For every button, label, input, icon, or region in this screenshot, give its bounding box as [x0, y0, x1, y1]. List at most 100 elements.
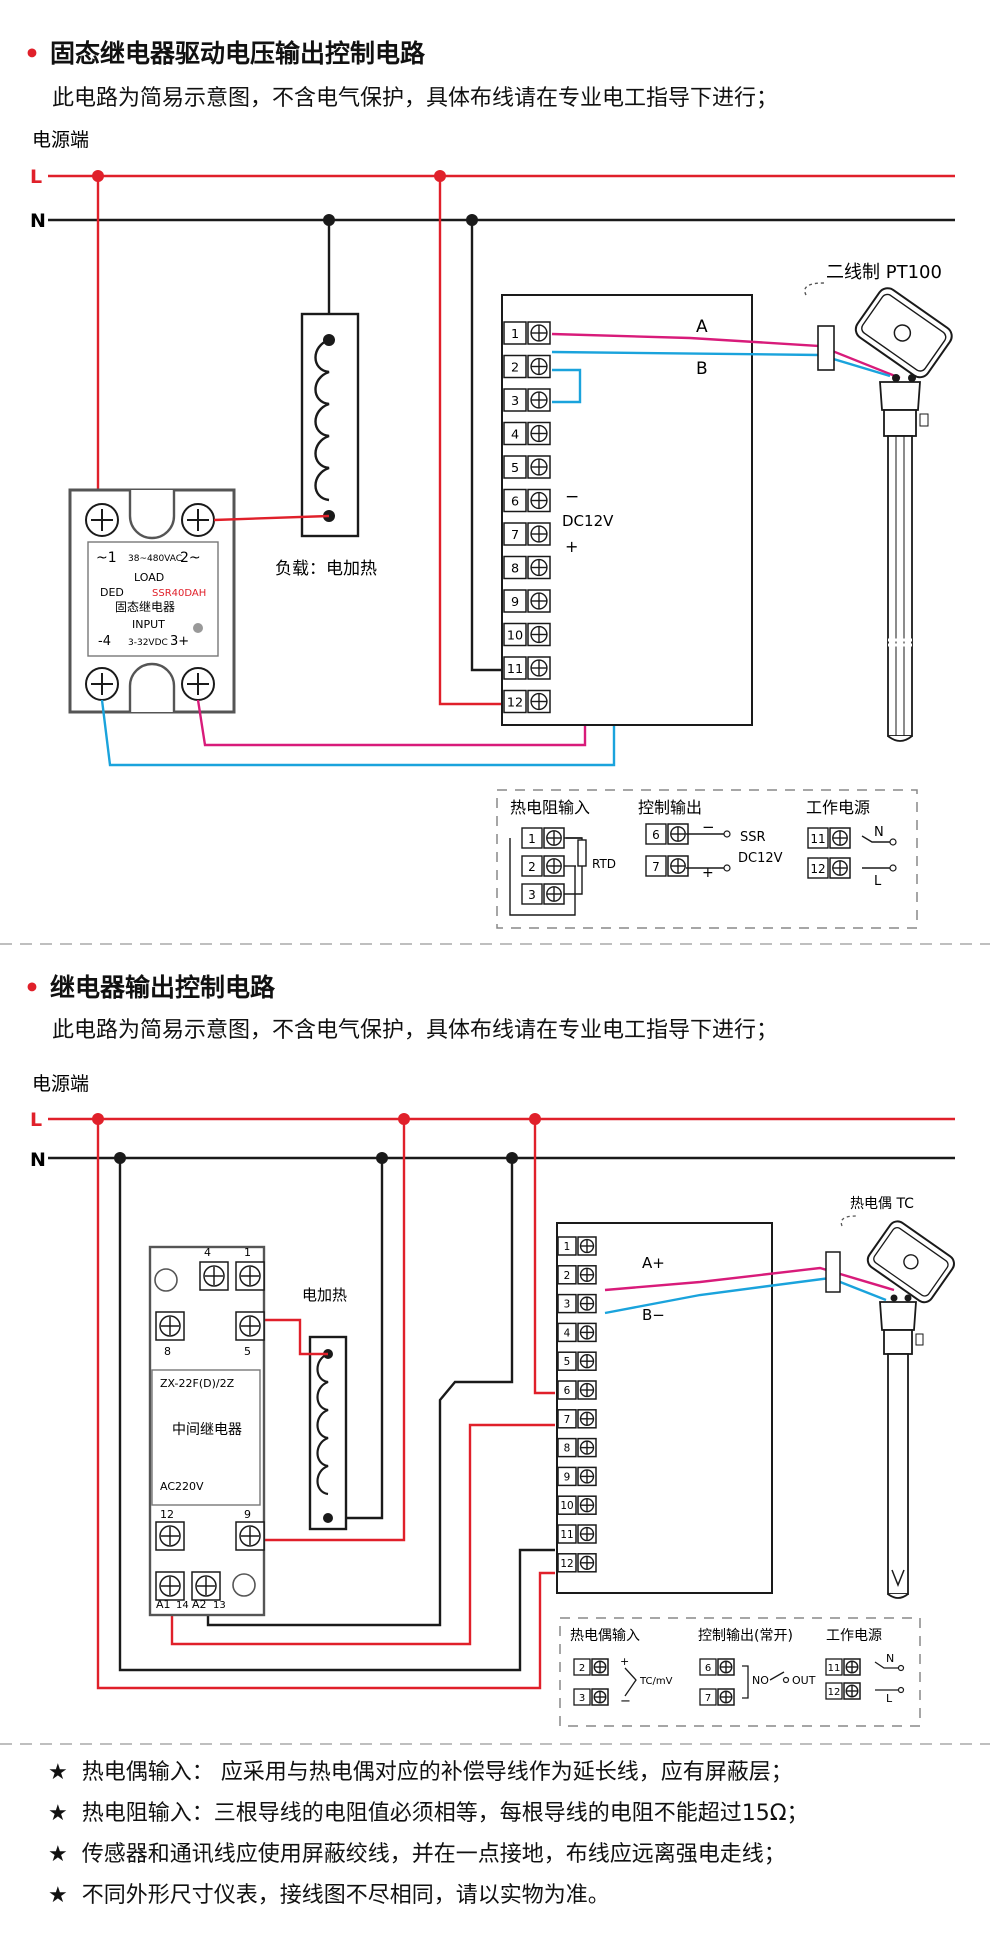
svg-text:DC12V: DC12V — [738, 851, 783, 866]
legend-box-1 — [496, 789, 918, 929]
svg-text:9: 9 — [244, 1508, 251, 1521]
terminal-number: 10 — [507, 628, 523, 643]
legend-terminal-number: 2 — [579, 1663, 585, 1674]
terminal-number: 2 — [511, 360, 519, 375]
section1-title: •固态继电器驱动电压输出控制电路 — [24, 39, 425, 68]
terminal-number: 3 — [511, 394, 519, 409]
terminal-number: 4 — [564, 1327, 571, 1339]
svg-text:L: L — [874, 874, 882, 889]
section2-title: •继电器输出控制电路 — [24, 973, 275, 1002]
pt100-probe-icon — [804, 282, 953, 742]
legend-pwr2-title: 工作电源 — [826, 1628, 882, 1644]
svg-text:TC/mV: TC/mV — [639, 1676, 673, 1687]
legend-terminal-number: 1 — [528, 832, 536, 846]
legend-terminal-number: 12 — [828, 1687, 841, 1698]
legend-terminal-number: 11 — [810, 832, 825, 846]
l-to-terminal6-wire — [533, 1119, 555, 1395]
solid-state-relay: ~1 38~480VAC 2~ LOAD DED SSR40DAH 固态继电器 … — [68, 488, 236, 714]
svg-text:INPUT: INPUT — [132, 618, 165, 631]
legend-terminal-number: 3 — [528, 888, 536, 902]
section2-subtitle: 此电路为简易示意图，不含电气保护，具体布线请在专业电工指导下进行； — [52, 1018, 779, 1043]
line-n-label-2: N — [30, 1149, 46, 1171]
svg-text:8: 8 — [164, 1345, 171, 1358]
legend-ctrl-title: 控制输出 — [638, 798, 702, 817]
intermediate-relay: 4 1 8 5 ZX-22F(D)/2Z 中间继电器 AC220V 12 9 A… — [148, 1245, 266, 1617]
svg-text:5: 5 — [244, 1345, 251, 1358]
tc-label: 热电偶 TC — [850, 1196, 914, 1212]
section1-subtitle: 此电路为简易示意图，不含电气保护，具体布线请在专业电工指导下进行； — [52, 86, 779, 111]
legend-box-2 — [559, 1617, 921, 1727]
svg-text:A2: A2 — [192, 1598, 207, 1611]
svg-text:3+: 3+ — [170, 634, 189, 649]
thermocouple-probe-icon — [825, 1215, 955, 1599]
svg-text:N: N — [874, 825, 884, 840]
terminal-number: 11 — [560, 1529, 573, 1541]
relay-circuit-diagram: 电源端 L N 电加热 4 1 8 5 ZX-22F(D)/2Z 中间继电器 A… — [0, 1073, 990, 1745]
legend-terminal-number: 2 — [528, 860, 536, 874]
svg-text:3-32VDC: 3-32VDC — [128, 638, 168, 648]
legend-terminal-number: 6 — [652, 828, 660, 842]
svg-text:+: + — [620, 1655, 629, 1668]
svg-text:SSR: SSR — [740, 830, 766, 845]
svg-text:N: N — [886, 1652, 894, 1665]
note-item: ★不同外形尺寸仪表，接线图不尽相同，请以实物为准。 — [48, 1883, 610, 1908]
legend-terminal-number: 12 — [810, 862, 825, 876]
svg-text:−: − — [620, 1694, 631, 1709]
dc12v-label: DC12V — [562, 512, 614, 530]
terminal-number: 10 — [560, 1500, 573, 1512]
svg-text:14: 14 — [176, 1600, 189, 1611]
ssr2-to-load-wire — [213, 514, 330, 522]
terminal-number: 5 — [564, 1356, 571, 1368]
relay14-to-terminal7-wire — [170, 1423, 555, 1646]
line-l-label-2: L — [30, 1109, 42, 1131]
svg-text:-4: -4 — [98, 634, 111, 649]
terminal-number: 6 — [511, 494, 519, 509]
svg-text:−: − — [702, 818, 715, 836]
heater-label: 电加热 — [302, 1286, 347, 1304]
terminal-number: 4 — [511, 427, 519, 442]
legend-terminal-number: 7 — [705, 1693, 711, 1704]
svg-text:中间继电器: 中间继电器 — [172, 1422, 242, 1438]
ssr-circuit-diagram: 电源端 L N 负载：电加热 ~1 38~480VAC 2~ LOAD DED … — [0, 129, 990, 945]
terminal-number: 2 — [564, 1270, 571, 1282]
heater-element — [308, 1335, 348, 1531]
svg-text:A1: A1 — [156, 1598, 171, 1611]
load-heater — [300, 312, 360, 538]
svg-text:+: + — [702, 865, 714, 881]
svg-text:4: 4 — [204, 1246, 211, 1259]
terminal-number: 12 — [507, 695, 523, 710]
load-label: 负载：电加热 — [275, 559, 377, 579]
svg-text:−: − — [565, 487, 579, 507]
relay5-to-heater-wire — [244, 1318, 328, 1356]
svg-text:+: + — [565, 537, 578, 556]
terminal-number: 11 — [507, 662, 523, 677]
legend-pwr-title: 工作电源 — [806, 798, 870, 817]
terminal-number: 8 — [564, 1443, 571, 1455]
tc-b-label: B− — [642, 1306, 665, 1324]
pt100-label: 二线制 PT100 — [826, 262, 942, 283]
legend-terminal-number: 11 — [828, 1663, 841, 1674]
wire-b-label: B — [696, 359, 708, 379]
svg-text:12: 12 — [160, 1508, 174, 1521]
terminal-number: 8 — [511, 561, 519, 576]
svg-text:NO: NO — [752, 1674, 769, 1687]
svg-text:13: 13 — [213, 1600, 226, 1611]
n-to-terminal11-wire-2 — [118, 1158, 555, 1672]
legend-terminal-number: 6 — [705, 1663, 711, 1674]
terminal-number: 9 — [511, 595, 519, 610]
svg-text:OUT: OUT — [792, 1674, 816, 1687]
tc-wire-b — [604, 1276, 887, 1315]
note-item: ★热电阻输入：三根导线的电阻值必须相等，每根导线的电阻不能超过15Ω； — [48, 1801, 809, 1826]
terminal-number: 1 — [564, 1241, 571, 1253]
terminal-number: 12 — [560, 1558, 573, 1570]
legend-terminal-number: 7 — [652, 860, 660, 874]
power-label: 电源端 — [32, 129, 89, 151]
svg-text:2~: 2~ — [180, 550, 201, 566]
tc-wire-a — [604, 1266, 895, 1292]
svg-text:DED: DED — [100, 586, 124, 599]
l-to-terminal12-wire-2 — [96, 1119, 555, 1690]
legend-rtd-title: 热电阻输入 — [510, 798, 590, 817]
svg-text:38~480VAC: 38~480VAC — [128, 554, 182, 564]
terminal-number: 5 — [511, 461, 519, 476]
